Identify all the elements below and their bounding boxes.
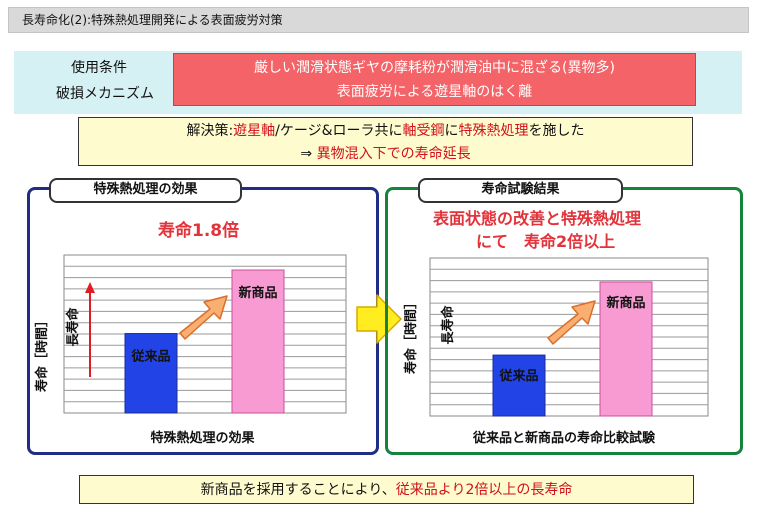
solution-em-heat: 特殊熱処理 [458,123,529,139]
left-bar-label-conventional: 従来品 [130,349,170,365]
right-annotation: 長寿命 [440,305,456,345]
right-grid [429,257,709,417]
right-chart: 寿命［時間］ 長寿命 従来品 新商品 [403,257,709,417]
solution-em-steel: 軸受鋼 [402,123,445,139]
left-annotation: 長寿命 [65,307,81,347]
conditions-box: 厳しい潤滑状態ギヤの摩耗粉が潤滑油中に混ざる(異物多) 表面疲労による遊星軸のは… [173,53,696,106]
right-panel-tab: 寿命試験結果 [418,178,623,203]
left-bar-new [231,269,285,414]
conclusion-text: 新商品を採用することにより、従来品より2倍以上の長寿命 [80,481,693,499]
left-growth-arrow [179,295,228,340]
solution-box: 解決策:遊星軸/ケージ&ローラ共に軸受鋼に特殊熱処理を施した ⇒ 異物混入下での… [78,117,693,166]
header-bar [8,7,749,33]
right-growth-arrow [547,300,596,345]
left-grid [63,254,347,414]
left-chart: 寿命［時間］ 長寿命 従来品 新商品 [34,254,347,414]
solution-line-1: 解決策:遊星軸/ケージ&ローラ共に軸受鋼に特殊熱処理を施した [79,122,692,140]
left-headline: 寿命1.8倍 [158,221,240,241]
solution-line-2: ⇒ 異物混入下での寿命延長 [79,145,692,163]
conclusion-box: 新商品を採用することにより、従来品より2倍以上の長寿命 [79,475,694,504]
solution-em-shaft: 遊星軸 [233,123,276,139]
left-long-life-arrowhead [85,282,95,293]
solution-arrow: ⇒ [300,146,317,162]
conclusion-em: 従来品より2倍以上の長寿命 [395,482,573,498]
right-bar-conventional [492,354,546,417]
right-bar-new [599,281,653,417]
left-bar-conventional [124,333,178,414]
right-bar-label-conventional: 従来品 [498,368,538,384]
solution-result: 異物混入下での寿命延長 [316,146,471,162]
right-headline-1: 表面状態の改善と特殊熱処理 [433,209,642,228]
usage-label: 使用条件 [71,60,127,76]
left-panel-tab: 特殊熱処理の効果 [49,178,242,203]
mechanism-text: 表面疲労による遊星軸のはく離 [336,84,533,100]
left-bar-label-new: 新商品 [238,285,277,301]
page-title: 長寿命化(2):特殊熱処理開発による表面疲労対策 [22,13,283,27]
right-caption: 従来品と新商品の寿命比較試験 [472,431,655,446]
usage-text: 厳しい潤滑状態ギヤの摩耗粉が潤滑油中に混ざる(異物多) [254,60,615,76]
transition-arrow-icon [356,294,402,344]
right-ylabel: 寿命［時間］ [403,296,419,374]
left-caption: 特殊熱処理の効果 [150,431,255,446]
mechanism-label: 破損メカニズム [56,86,154,102]
right-bar-label-new: 新商品 [606,295,645,311]
right-headline-2: にて 寿命2倍以上 [476,232,616,251]
solution-mid-2: に [444,123,459,139]
solution-suffix: を施した [528,123,585,139]
conclusion-prefix: 新商品を採用することにより、 [200,482,396,498]
left-ylabel: 寿命［時間］ [34,314,50,392]
solution-prefix: 解決策: [186,123,234,139]
solution-mid-1: /ケージ&ローラ共に [275,123,403,139]
